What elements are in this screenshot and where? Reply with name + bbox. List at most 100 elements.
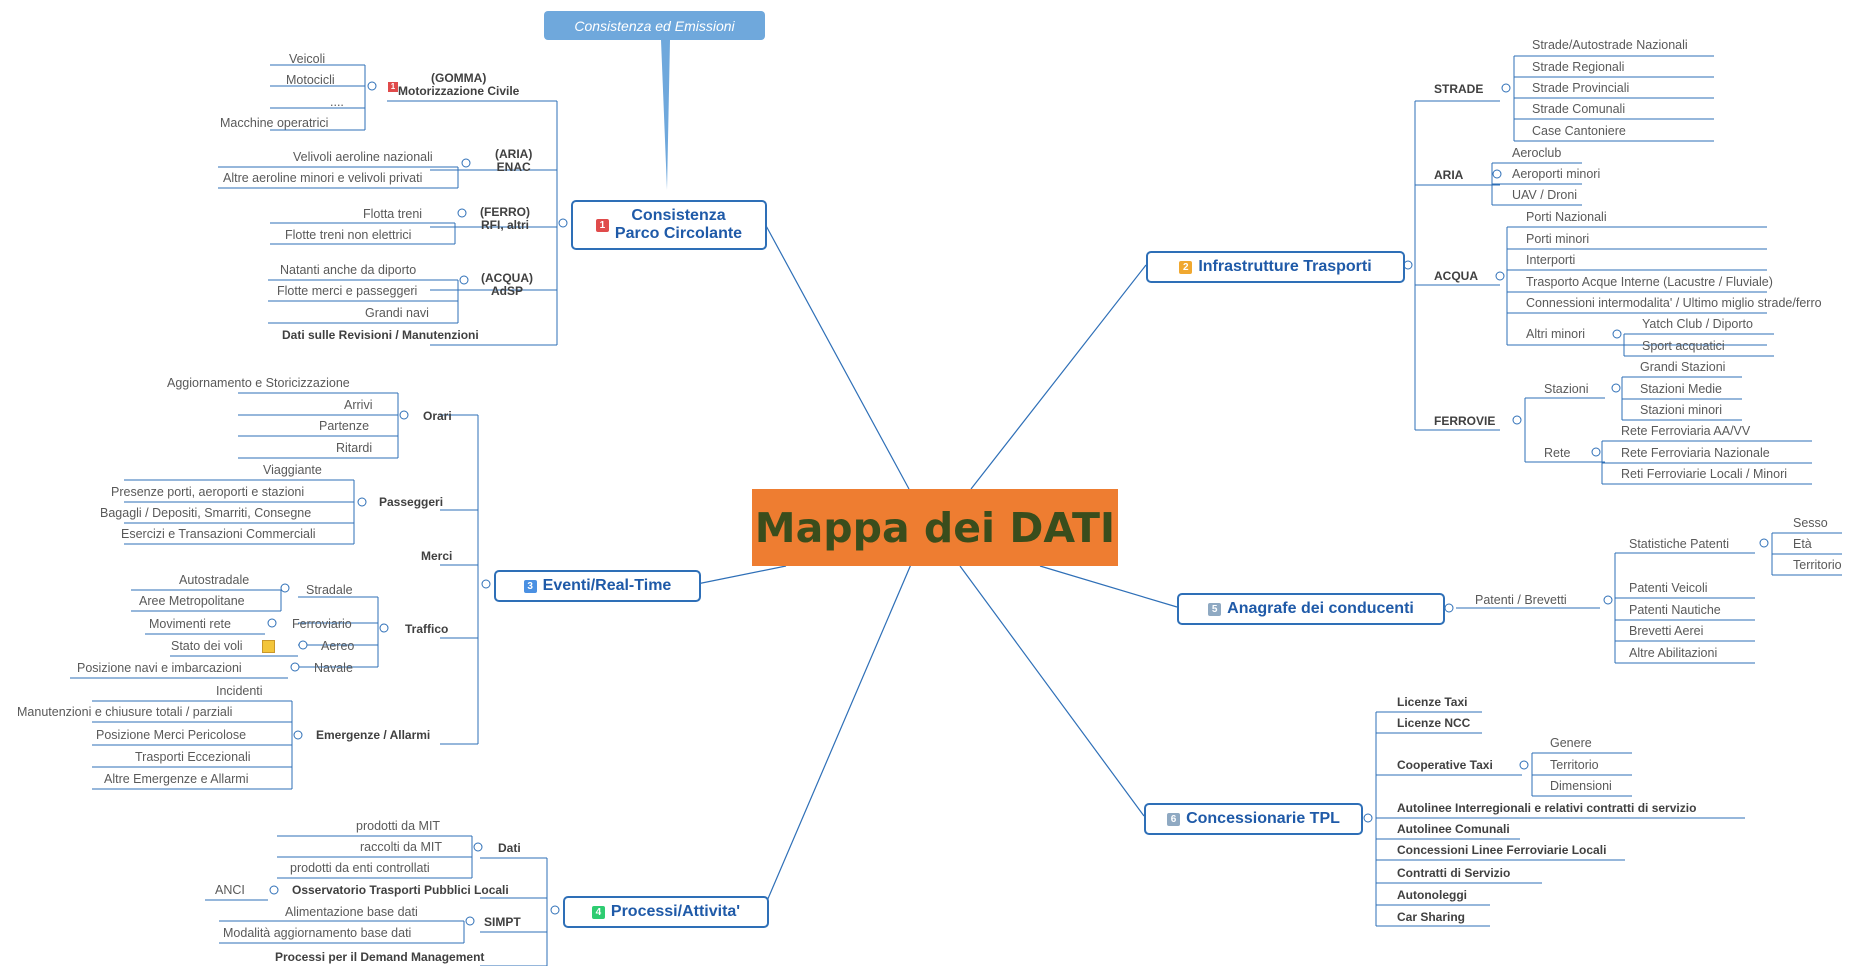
collapse-toggle-icon[interactable]: [1363, 813, 1373, 823]
collapse-toggle-icon[interactable]: [550, 905, 560, 915]
patenti-brevetti-node[interactable]: Patenti / Brevetti: [1475, 593, 1567, 607]
osservatorio-item[interactable]: ANCI: [215, 883, 245, 897]
aria-item[interactable]: Altre aeroline minori e velivoli privati: [223, 171, 423, 185]
concessionarie-item[interactable]: Contratti di Servizio: [1397, 866, 1511, 880]
navale-item[interactable]: Posizione navi e imbarcazioni: [77, 661, 242, 675]
collapse-toggle-icon[interactable]: [1519, 760, 1529, 770]
strade-node[interactable]: STRADE: [1434, 82, 1484, 96]
collapse-toggle-icon[interactable]: [1501, 83, 1511, 93]
licenze-taxi-node[interactable]: Licenze Taxi: [1397, 695, 1468, 709]
collapse-toggle-icon[interactable]: [558, 218, 568, 228]
anagrafe-item[interactable]: Patenti Nautiche: [1629, 603, 1721, 617]
emergenze-item[interactable]: Posizione Merci Pericolose: [96, 728, 247, 742]
merci-node[interactable]: Merci: [421, 549, 453, 563]
concessionarie-item[interactable]: Concessioni Linee Ferroviarie Locali: [1397, 843, 1607, 857]
collapse-toggle-icon[interactable]: [290, 662, 300, 672]
concessionarie-item[interactable]: Autolinee Comunali: [1397, 822, 1510, 836]
collapse-toggle-icon[interactable]: [1759, 538, 1769, 548]
collapse-toggle-icon[interactable]: [465, 916, 475, 926]
strade-item[interactable]: Strade Regionali: [1532, 60, 1625, 74]
statistiche-item[interactable]: Sesso: [1793, 516, 1828, 530]
emergenze-item[interactable]: Trasporti Eccezionali: [135, 750, 251, 764]
collapse-toggle-icon[interactable]: [293, 730, 303, 740]
passeggeri-node[interactable]: Passeggeri: [379, 495, 444, 509]
aria-item[interactable]: Velivoli aeroline nazionali: [293, 150, 433, 164]
topic-processi[interactable]: 4 Processi/Attivita': [563, 896, 769, 928]
altri-minori-item[interactable]: Yatch Club / Diporto: [1642, 317, 1753, 331]
cooperative-item[interactable]: Genere: [1550, 736, 1592, 750]
ferroviario-node[interactable]: Ferroviario: [292, 617, 352, 631]
ferro-item[interactable]: Flotte treni non elettrici: [285, 228, 412, 242]
acqua-adsp-node[interactable]: (ACQUA) AdSP: [481, 272, 533, 298]
collapse-toggle-icon[interactable]: [298, 640, 308, 650]
anagrafe-item[interactable]: Altre Abilitazioni: [1629, 646, 1718, 660]
processi-dati-node[interactable]: Dati: [498, 841, 521, 855]
statistiche-node[interactable]: Statistiche Patenti: [1629, 537, 1730, 551]
collapse-toggle-icon[interactable]: [399, 410, 409, 420]
acqua-item[interactable]: Grandi navi: [365, 306, 429, 320]
stradale-item[interactable]: Autostradale: [179, 573, 250, 587]
traffico-node[interactable]: Traffico: [405, 622, 449, 636]
collapse-toggle-icon[interactable]: [481, 579, 491, 589]
collapse-toggle-icon[interactable]: [367, 81, 377, 91]
revisioni-node[interactable]: Dati sulle Revisioni / Manutenzioni: [282, 328, 479, 342]
orari-item[interactable]: Arrivi: [344, 398, 373, 412]
infra-acqua-item[interactable]: Trasporto Acque Interne (Lacustre / Fluv…: [1526, 275, 1773, 289]
note-icon[interactable]: [262, 640, 275, 653]
collapse-toggle-icon[interactable]: [1444, 603, 1454, 613]
aereo-node[interactable]: Aereo: [321, 639, 355, 653]
orari-node[interactable]: Orari: [423, 409, 452, 423]
collapse-toggle-icon[interactable]: [457, 208, 467, 218]
cooperative-item[interactable]: Territorio: [1550, 758, 1599, 772]
collapse-toggle-icon[interactable]: [1591, 447, 1601, 457]
concessionarie-item[interactable]: Autonoleggi: [1397, 888, 1467, 902]
strade-item[interactable]: Case Cantoniere: [1532, 124, 1626, 138]
orari-item[interactable]: Ritardi: [336, 441, 373, 455]
gomma-item[interactable]: ....: [330, 95, 344, 109]
collapse-toggle-icon[interactable]: [1603, 595, 1613, 605]
processi-dati-item[interactable]: prodotti da MIT: [356, 819, 441, 833]
collapse-toggle-icon[interactable]: [1492, 169, 1502, 179]
simpt-item[interactable]: Modalità aggiornamento base dati: [223, 926, 412, 940]
strade-item[interactable]: Strade Provinciali: [1532, 81, 1630, 95]
stradale-node[interactable]: Stradale: [306, 583, 353, 597]
topic-eventi[interactable]: 3 Eventi/Real-Time: [494, 570, 701, 602]
collapse-toggle-icon[interactable]: [1495, 271, 1505, 281]
collapse-toggle-icon[interactable]: [267, 618, 277, 628]
strade-item[interactable]: Strade/Autostrade Nazionali: [1532, 38, 1688, 52]
licenze-ncc-node[interactable]: Licenze NCC: [1397, 716, 1471, 730]
altri-minori-node[interactable]: Altri minori: [1526, 327, 1586, 341]
gomma-node[interactable]: (GOMMA) Motorizzazione Civile: [398, 72, 519, 98]
simpt-node[interactable]: SIMPT: [484, 915, 521, 929]
stazioni-node[interactable]: Stazioni: [1544, 382, 1589, 396]
collapse-toggle-icon[interactable]: [1612, 329, 1622, 339]
topic-concessionarie[interactable]: 6 Concessionarie TPL: [1144, 803, 1363, 835]
passeggeri-item[interactable]: Bagagli / Depositi, Smarriti, Consegne: [100, 506, 312, 520]
rete-item[interactable]: Rete Ferroviaria AA/VV: [1621, 424, 1751, 438]
navale-node[interactable]: Navale: [314, 661, 353, 675]
rete-node[interactable]: Rete: [1544, 446, 1571, 460]
collapse-toggle-icon[interactable]: [280, 583, 290, 593]
aereo-item[interactable]: Stato dei voli: [171, 639, 243, 653]
collapse-toggle-icon[interactable]: [269, 885, 279, 895]
infra-acqua-item[interactable]: Porti minori: [1526, 232, 1590, 246]
statistiche-item[interactable]: Territorio: [1793, 558, 1842, 572]
altri-minori-item[interactable]: Sport acquatici: [1642, 339, 1725, 353]
passeggeri-item[interactable]: Viaggiante: [263, 463, 322, 477]
emergenze-node[interactable]: Emergenze / Allarmi: [316, 728, 431, 742]
anagrafe-item[interactable]: Brevetti Aerei: [1629, 624, 1704, 638]
rete-item[interactable]: Reti Ferroviarie Locali / Minori: [1621, 467, 1788, 481]
infra-acqua-item[interactable]: Interporti: [1526, 253, 1576, 267]
anagrafe-item[interactable]: Patenti Veicoli: [1629, 581, 1708, 595]
infra-aria-node[interactable]: ARIA: [1434, 168, 1464, 182]
stradale-item[interactable]: Aree Metropolitane: [139, 594, 245, 608]
callout-consistenza-emissioni[interactable]: Consistenza ed Emissioni: [544, 11, 765, 40]
collapse-toggle-icon[interactable]: [379, 623, 389, 633]
stazioni-item[interactable]: Grandi Stazioni: [1640, 360, 1726, 374]
statistiche-item[interactable]: Età: [1793, 537, 1812, 551]
ferrovie-node[interactable]: FERROVIE: [1434, 414, 1496, 428]
collapse-toggle-icon[interactable]: [1512, 415, 1522, 425]
rete-item[interactable]: Rete Ferroviaria Nazionale: [1621, 446, 1770, 460]
stazioni-item[interactable]: Stazioni minori: [1640, 403, 1722, 417]
collapse-toggle-icon[interactable]: [461, 158, 471, 168]
